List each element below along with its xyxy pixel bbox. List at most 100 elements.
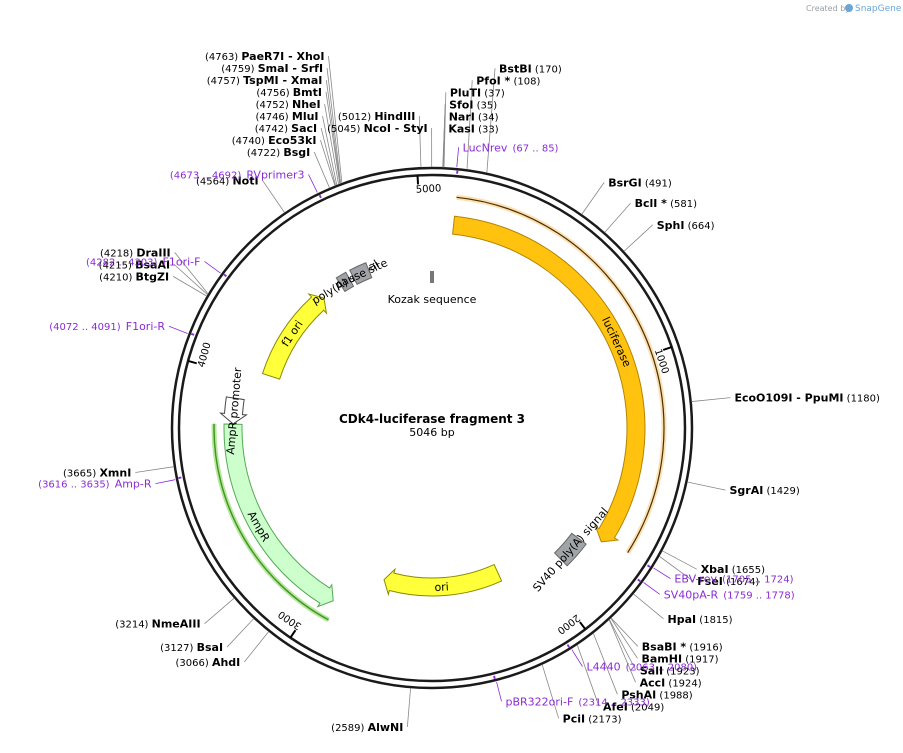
- ruler-tick: [662, 346, 673, 351]
- site-position: (4564): [196, 176, 232, 187]
- site-pcii: PciI (2173): [563, 712, 622, 725]
- backbone: [170, 166, 694, 690]
- site-pshai: PshAI (1988): [621, 688, 692, 701]
- primer-leader-pbr322ori-f: [496, 681, 502, 702]
- site-name: BsaAI: [135, 258, 170, 271]
- site-position: (4722): [247, 148, 283, 159]
- primer-name: EBV-rev: [674, 573, 717, 586]
- site-leader-xbai: [662, 550, 697, 570]
- site-leader-sgrai: [687, 481, 726, 491]
- feature-poly-a-signal: [335, 271, 355, 293]
- site-name: HpaI: [668, 613, 697, 626]
- site-leader-smai: [326, 68, 342, 184]
- site-position: (1815): [696, 615, 733, 626]
- primer-range: (4673 .. 4692): [170, 170, 242, 181]
- site-name: BstBI: [499, 62, 532, 75]
- site-position: (33): [475, 124, 499, 135]
- site-leader-bsgi: [313, 151, 330, 189]
- site-name: SmaI: [258, 62, 289, 75]
- primer-sv40pa-r: SV40pA-R (1759 .. 1778): [664, 583, 795, 602]
- site-ahdi: (3066) AhdI: [176, 656, 241, 669]
- orf-outer-arc: [456, 196, 665, 553]
- site-name: BtgZI: [136, 270, 170, 283]
- credit-brand: SnapGene: [855, 4, 902, 14]
- site-position: (4759): [221, 64, 257, 75]
- primer-leader-f1ori-r: [168, 325, 188, 334]
- ruler-tick-label: 5000: [416, 183, 442, 195]
- site-name: PaeR7I: [241, 50, 284, 63]
- site-name: NarI: [449, 110, 475, 123]
- primer-range: (67 .. 85): [512, 143, 558, 154]
- site-leader-pshai: [592, 633, 618, 695]
- site-leader-draiii: [174, 252, 209, 295]
- site-xmni: (3665) XmnI: [63, 466, 131, 479]
- site-leader-mlui: [322, 116, 338, 186]
- primer-leader-rvprimer3: [308, 174, 318, 193]
- site-draiii: (4218) DraIII: [100, 246, 171, 259]
- site-leader-noti: [262, 180, 285, 213]
- site-name: NmeAIII: [152, 618, 201, 631]
- site-position: (1674): [723, 577, 760, 588]
- site-position: (1924): [665, 678, 702, 689]
- plasmid-title: CDk4-luciferase fragment 3: [339, 412, 525, 426]
- ruler-tick: [289, 629, 297, 639]
- primer-range: (1759 .. 1778): [723, 590, 795, 601]
- site-smai: (4759) SmaI - SrfI: [221, 62, 323, 75]
- primer-range: (2314 .. 2333): [578, 697, 650, 708]
- site-name: FseI: [697, 575, 723, 588]
- site-leader-eco53ki: [320, 139, 336, 186]
- primer-name: Amp-R: [115, 478, 152, 491]
- primer-mark-l4440: [566, 644, 570, 648]
- site-position: (581): [667, 199, 697, 210]
- primer-range: (1705 .. 1724): [722, 575, 794, 586]
- site-noti: (4564) NotI: [196, 174, 259, 187]
- feature-ori: [383, 563, 503, 597]
- site-leader-fsei: [659, 555, 694, 582]
- site-leader-ahdi: [243, 631, 269, 663]
- site-name: BclI *: [635, 197, 668, 210]
- site-position: (1429): [763, 486, 800, 497]
- site-position: (35): [473, 100, 497, 111]
- site-name-extra: - XhoI: [284, 50, 324, 63]
- site-position: (3066): [176, 658, 212, 669]
- primer-f1ori-r: (4072 .. 4091) F1ori-R: [49, 315, 165, 334]
- site-position: (5012): [338, 112, 374, 123]
- site-saci: (4742) SacI: [255, 122, 317, 135]
- site-leader-acci: [608, 619, 636, 683]
- site-afei: AfeI (2049): [603, 700, 664, 713]
- site-bamhi: BamHI (1917): [641, 652, 718, 665]
- credit-text: Created by: [806, 4, 850, 13]
- primer-range: (4072 .. 4091): [49, 322, 121, 333]
- site-position: (4757): [207, 76, 243, 87]
- primer-leader-sv40pa-r: [643, 582, 660, 595]
- site-bcli: BclI * (581): [635, 197, 698, 210]
- site-name: AfeI: [603, 700, 628, 713]
- site-name: BsaBI *: [642, 640, 687, 653]
- site-ncoi: (5045) NcoI - StyI: [327, 122, 428, 135]
- primer-mark-ebv-rev: [646, 564, 651, 568]
- plasmid-length: 5046 bp: [409, 426, 454, 439]
- site-position: (4218): [100, 248, 136, 259]
- site-leader-hpai: [633, 593, 664, 620]
- primer-lucnrev: LucNrev (67 .. 85): [463, 136, 559, 155]
- site-paer7i: (4763) PaeR7I - XhoI: [205, 50, 325, 63]
- primer-name: RVprimer3: [246, 168, 304, 181]
- backbone-inner: [177, 173, 687, 683]
- feature-pause-site: [349, 262, 373, 286]
- feature-ampr: [223, 423, 334, 608]
- site-leader-nhei: [324, 104, 339, 185]
- primer-mark-f1ori-f: [223, 273, 227, 278]
- site-name: SacI: [291, 122, 317, 135]
- site-leader-afei: [576, 644, 600, 707]
- site-ecoo109i: EcoO109I - PpuMI (1180): [734, 392, 880, 405]
- site-position: (2173): [585, 714, 622, 725]
- primer-rvprimer3: (4673 .. 4692) RVprimer3: [170, 163, 305, 182]
- primer-ebv-rev: EBV-rev (1705 .. 1724): [674, 568, 793, 587]
- site-eco53ki: (4740) Eco53kI: [232, 134, 317, 147]
- site-leader-ecoo109i: [691, 397, 731, 402]
- site-leader-lines: [135, 56, 731, 728]
- site-leader-bmti: [325, 92, 341, 184]
- orf-inner-arc: [213, 423, 329, 621]
- site-hpai: HpaI (1815): [668, 613, 733, 626]
